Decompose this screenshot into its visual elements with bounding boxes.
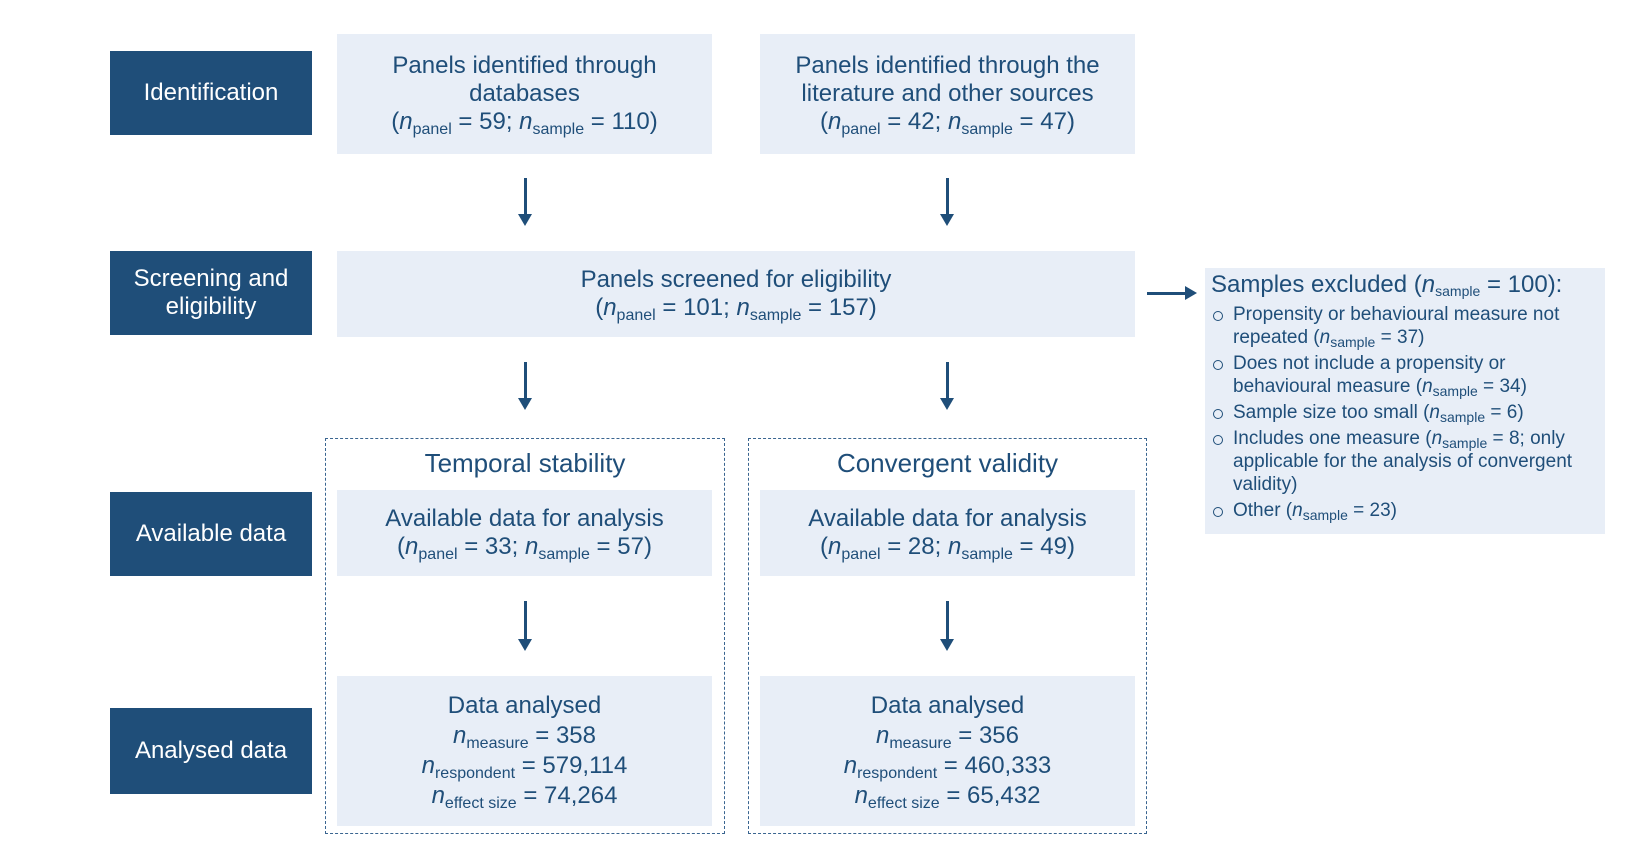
stage-analysed: Analysed data: [110, 708, 312, 794]
stage-available: Available data: [110, 492, 312, 576]
arrow-down-3: [518, 362, 532, 410]
stage-available-label: Available data: [135, 520, 287, 547]
convergent-respondent-count: 460,333: [964, 752, 1052, 779]
convergent-available-box: Available data for analysis (npanel = 28…: [760, 490, 1135, 576]
temporal-analysed-box: Data analysed nmeasure = 358 nrespondent…: [337, 676, 712, 826]
screening-panel-count: 101: [683, 294, 724, 321]
temporal-available-counts: (npanel = 33; nsample = 57): [397, 533, 652, 563]
excluded-total: 100: [1507, 271, 1548, 298]
convergent-respondent-line: nrespondent = 460,333: [843, 752, 1052, 782]
temporal-sample-count: 57: [617, 533, 644, 560]
arrow-down-4: [940, 362, 954, 410]
excluded-item: Sample size too small (nsample = 6): [1211, 401, 1599, 424]
temporal-analysed-title: Data analysed: [447, 692, 602, 719]
databases-box: Panels identified through databases (npa…: [337, 34, 712, 154]
databases-panel-count: 59: [479, 108, 506, 135]
stage-analysed-label: Analysed data: [134, 737, 288, 764]
screening-box: Panels screened for eligibility (npanel …: [337, 251, 1135, 337]
stage-identification-label: Identification: [143, 79, 279, 106]
excluded-item: Other (nsample = 23): [1211, 499, 1599, 522]
databases-title: Panels identified through databases: [392, 52, 657, 107]
convergent-panel-count: 28: [907, 533, 935, 560]
arrow-right-excluded: [1147, 286, 1197, 300]
convergent-measure-line: nmeasure = 356: [875, 722, 1019, 752]
excluded-title: Samples excluded (nsample = 100):: [1211, 271, 1563, 299]
temporal-available-title: Available data for analysis: [385, 505, 664, 532]
stage-screening: Screening and eligibility: [110, 251, 312, 335]
excluded-box: Samples excluded (nsample = 100): Propen…: [1205, 268, 1605, 534]
literature-title: Panels identified through the literature…: [795, 52, 1100, 107]
convergent-title: Convergent validity: [836, 448, 1059, 478]
convergent-measure-count: 356: [978, 722, 1019, 749]
convergent-analysed-title: Data analysed: [870, 692, 1025, 719]
arrow-down-1: [518, 178, 532, 226]
temporal-measure-count: 358: [555, 722, 596, 749]
convergent-section: [748, 438, 1147, 834]
screening-title: Panels screened for eligibility: [580, 266, 892, 293]
excluded-list: Propensity or behavioural measure not re…: [1211, 303, 1599, 522]
temporal-measure-line: nmeasure = 358: [452, 722, 596, 752]
convergent-sample-count: 49: [1040, 533, 1067, 560]
temporal-section: [325, 438, 725, 834]
literature-sample-count: 47: [1040, 108, 1067, 135]
screening-counts: (npanel = 101; nsample = 157): [595, 294, 877, 324]
temporal-panel-count: 33: [484, 533, 512, 560]
convergent-effect-line: neffect size = 65,432: [854, 782, 1041, 812]
temporal-respondent-count: 579,114: [542, 752, 628, 779]
stage-screening-label: Screening and eligibility: [133, 265, 289, 320]
arrow-down-5: [518, 601, 532, 651]
temporal-title: Temporal stability: [424, 448, 626, 478]
temporal-available-box: Available data for analysis (npanel = 33…: [337, 490, 712, 576]
databases-sample-count: 110: [611, 108, 650, 135]
convergent-available-counts: (npanel = 28; nsample = 49): [820, 533, 1075, 563]
screening-sample-count: 157: [828, 294, 869, 321]
literature-box: Panels identified through the literature…: [760, 34, 1135, 154]
temporal-effect-count: 74,264: [544, 782, 618, 809]
excluded-item: Does not include a propensity or behavio…: [1211, 352, 1599, 398]
temporal-respondent-line: nrespondent = 579,114: [421, 752, 628, 782]
temporal-effect-line: neffect size = 74,264: [431, 782, 618, 812]
arrow-down-2: [940, 178, 954, 226]
excluded-item: Propensity or behavioural measure not re…: [1211, 303, 1599, 349]
stage-identification: Identification: [110, 51, 312, 135]
convergent-available-title: Available data for analysis: [808, 505, 1087, 532]
arrow-down-6: [940, 601, 954, 651]
convergent-effect-count: 65,432: [967, 782, 1041, 809]
literature-counts: (npanel = 42; nsample = 47): [820, 108, 1075, 138]
literature-panel-count: 42: [907, 108, 935, 135]
databases-counts: (npanel = 59; nsample = 110): [391, 108, 658, 138]
convergent-analysed-box: Data analysed nmeasure = 356 nrespondent…: [760, 676, 1135, 826]
excluded-item: Includes one measure (nsample = 8; only …: [1211, 427, 1599, 496]
